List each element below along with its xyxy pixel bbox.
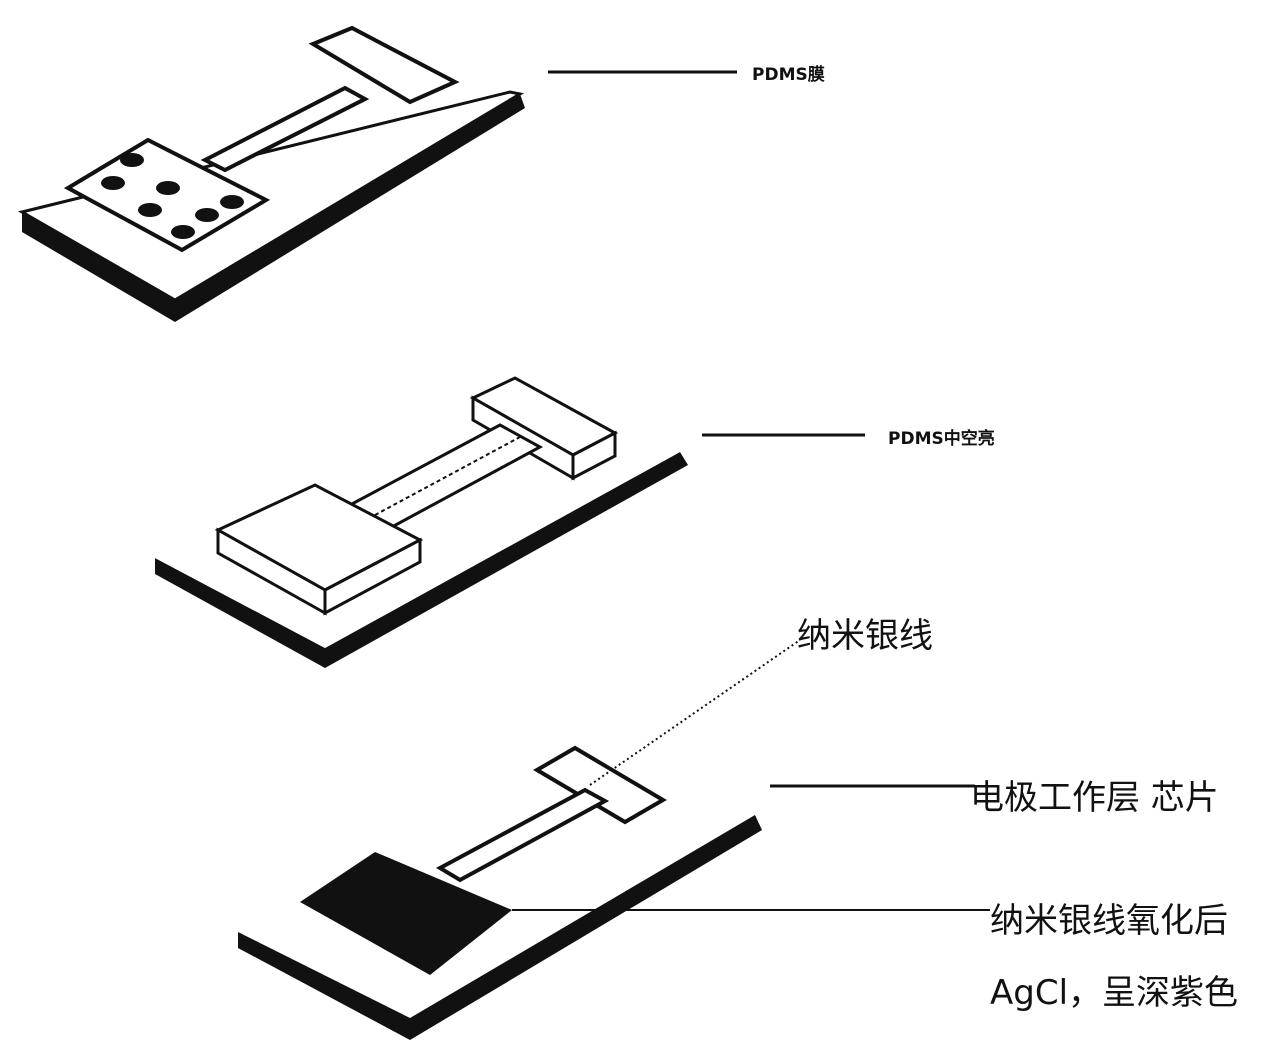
electrode-dot bbox=[156, 181, 180, 195]
channel-1 bbox=[200, 85, 370, 173]
agcl-pad bbox=[300, 852, 512, 975]
hollow-box-bottom-front bbox=[323, 537, 422, 616]
hollow-box-top-front bbox=[571, 430, 617, 481]
electrode-dot bbox=[138, 203, 162, 217]
electrode-dot bbox=[171, 225, 195, 239]
top-pad-1 bbox=[308, 25, 460, 105]
pdms-hollow-assembly bbox=[155, 376, 865, 668]
electrode-dot bbox=[195, 208, 219, 222]
leader-line-nanowire bbox=[589, 639, 801, 786]
electrode-dot bbox=[220, 195, 244, 209]
channel-3 bbox=[435, 787, 610, 883]
electrode-chip-assembly bbox=[238, 639, 990, 1040]
label-nanowire: 纳米银线 bbox=[797, 616, 933, 656]
label-electrode-chip: 电极工作层 芯片 bbox=[970, 778, 1219, 818]
electrode-dots bbox=[101, 153, 244, 239]
pdms-film-assembly bbox=[18, 25, 737, 322]
electrode-dot bbox=[120, 153, 144, 167]
label-pdms-film: PDMS膜 bbox=[752, 65, 825, 85]
electrode-dot bbox=[101, 176, 125, 190]
label-pdms-hollow: PDMS中空亮 bbox=[888, 429, 995, 449]
label-agcl-purple: AgCl，呈深紫色 bbox=[990, 973, 1239, 1013]
electrode-pad-1 bbox=[63, 137, 271, 253]
label-oxidized-nanowire: 纳米银线氧化后 bbox=[990, 901, 1228, 941]
